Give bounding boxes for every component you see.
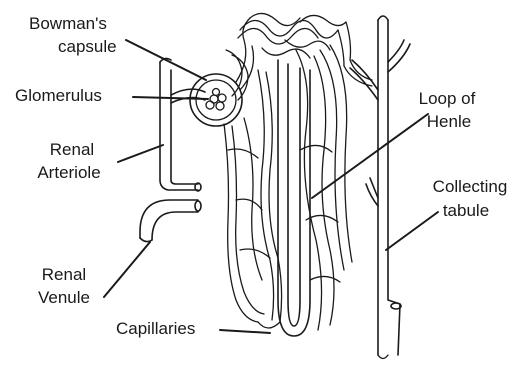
- collecting-tubule: [350, 16, 410, 359]
- leader-henle: [312, 114, 428, 198]
- label-capillaries: Capillaries: [116, 319, 195, 338]
- loop-of-henle: [278, 45, 352, 336]
- label-henle-line2: Henle: [427, 112, 471, 131]
- leader-capillaries: [220, 330, 270, 333]
- label-arteriole-line1: Renal: [50, 140, 94, 159]
- label-glomerulus: Glomerulus: [15, 86, 102, 105]
- renal-arteriole: [160, 58, 205, 191]
- leader-bowmans: [126, 40, 206, 80]
- leader-venule: [104, 242, 150, 297]
- label-henle-line1: Loop of: [419, 89, 476, 108]
- renal-venule: [140, 200, 201, 242]
- leader-arteriole: [118, 145, 163, 162]
- capillaries: [224, 70, 282, 328]
- leader-collecting: [386, 212, 438, 250]
- glomerulus: [206, 89, 226, 111]
- label-collecting-line1: Collecting: [433, 177, 508, 196]
- label-bowmans-line2: capsule: [58, 37, 117, 56]
- label-venule-line2: Venule: [38, 288, 90, 307]
- label-arteriole-line2: Arteriole: [37, 163, 100, 182]
- label-venule-line1: Renal: [42, 265, 86, 284]
- label-bowmans-line1: Bowman's: [29, 14, 107, 33]
- label-collecting-line2: tabule: [443, 201, 489, 220]
